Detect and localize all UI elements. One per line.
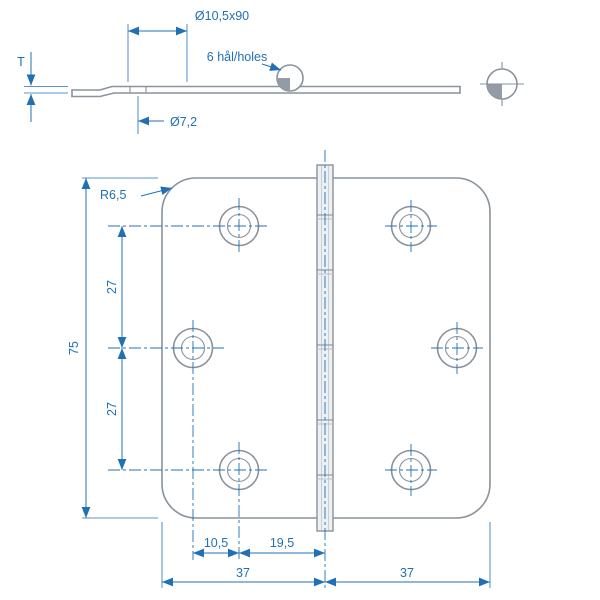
thickness-label: T <box>17 55 25 69</box>
small-hole-dimension-label: Ø7,2 <box>170 115 197 129</box>
hole-offset-inner-label: 10,5 <box>204 536 228 550</box>
front-view-dimensions: R6,5 75 27 27 10,5 19,5 37 37 <box>67 177 491 588</box>
centerlines <box>108 150 483 590</box>
hole-spacing-lower-label: 27 <box>105 402 119 416</box>
height-dimension-label: 75 <box>67 341 81 355</box>
half-width-left-label: 37 <box>236 566 250 580</box>
pin-section-view <box>480 62 524 106</box>
corner-radius-leader <box>140 186 173 197</box>
hole-spacing-upper-label: 27 <box>105 280 119 294</box>
knuckle-shading-segment <box>277 78 290 91</box>
hole-offset-center-label: 19,5 <box>270 536 294 550</box>
holes-note-leader <box>261 62 282 71</box>
hinge-side-view <box>71 62 524 106</box>
side-view-dimensions: Ø10,5x90 6 hål/holes T Ø7,2 <box>17 9 282 134</box>
hole-pattern-dimension-label: Ø10,5x90 <box>195 9 249 23</box>
half-width-right-label: 37 <box>400 566 414 580</box>
holes-count-note-label: 6 hål/holes <box>207 50 267 64</box>
pin-section-shading <box>487 84 502 99</box>
corner-radius-label: R6,5 <box>100 188 126 202</box>
hinge-front-view <box>108 150 491 590</box>
side-profile-bottom-edge <box>71 92 461 98</box>
